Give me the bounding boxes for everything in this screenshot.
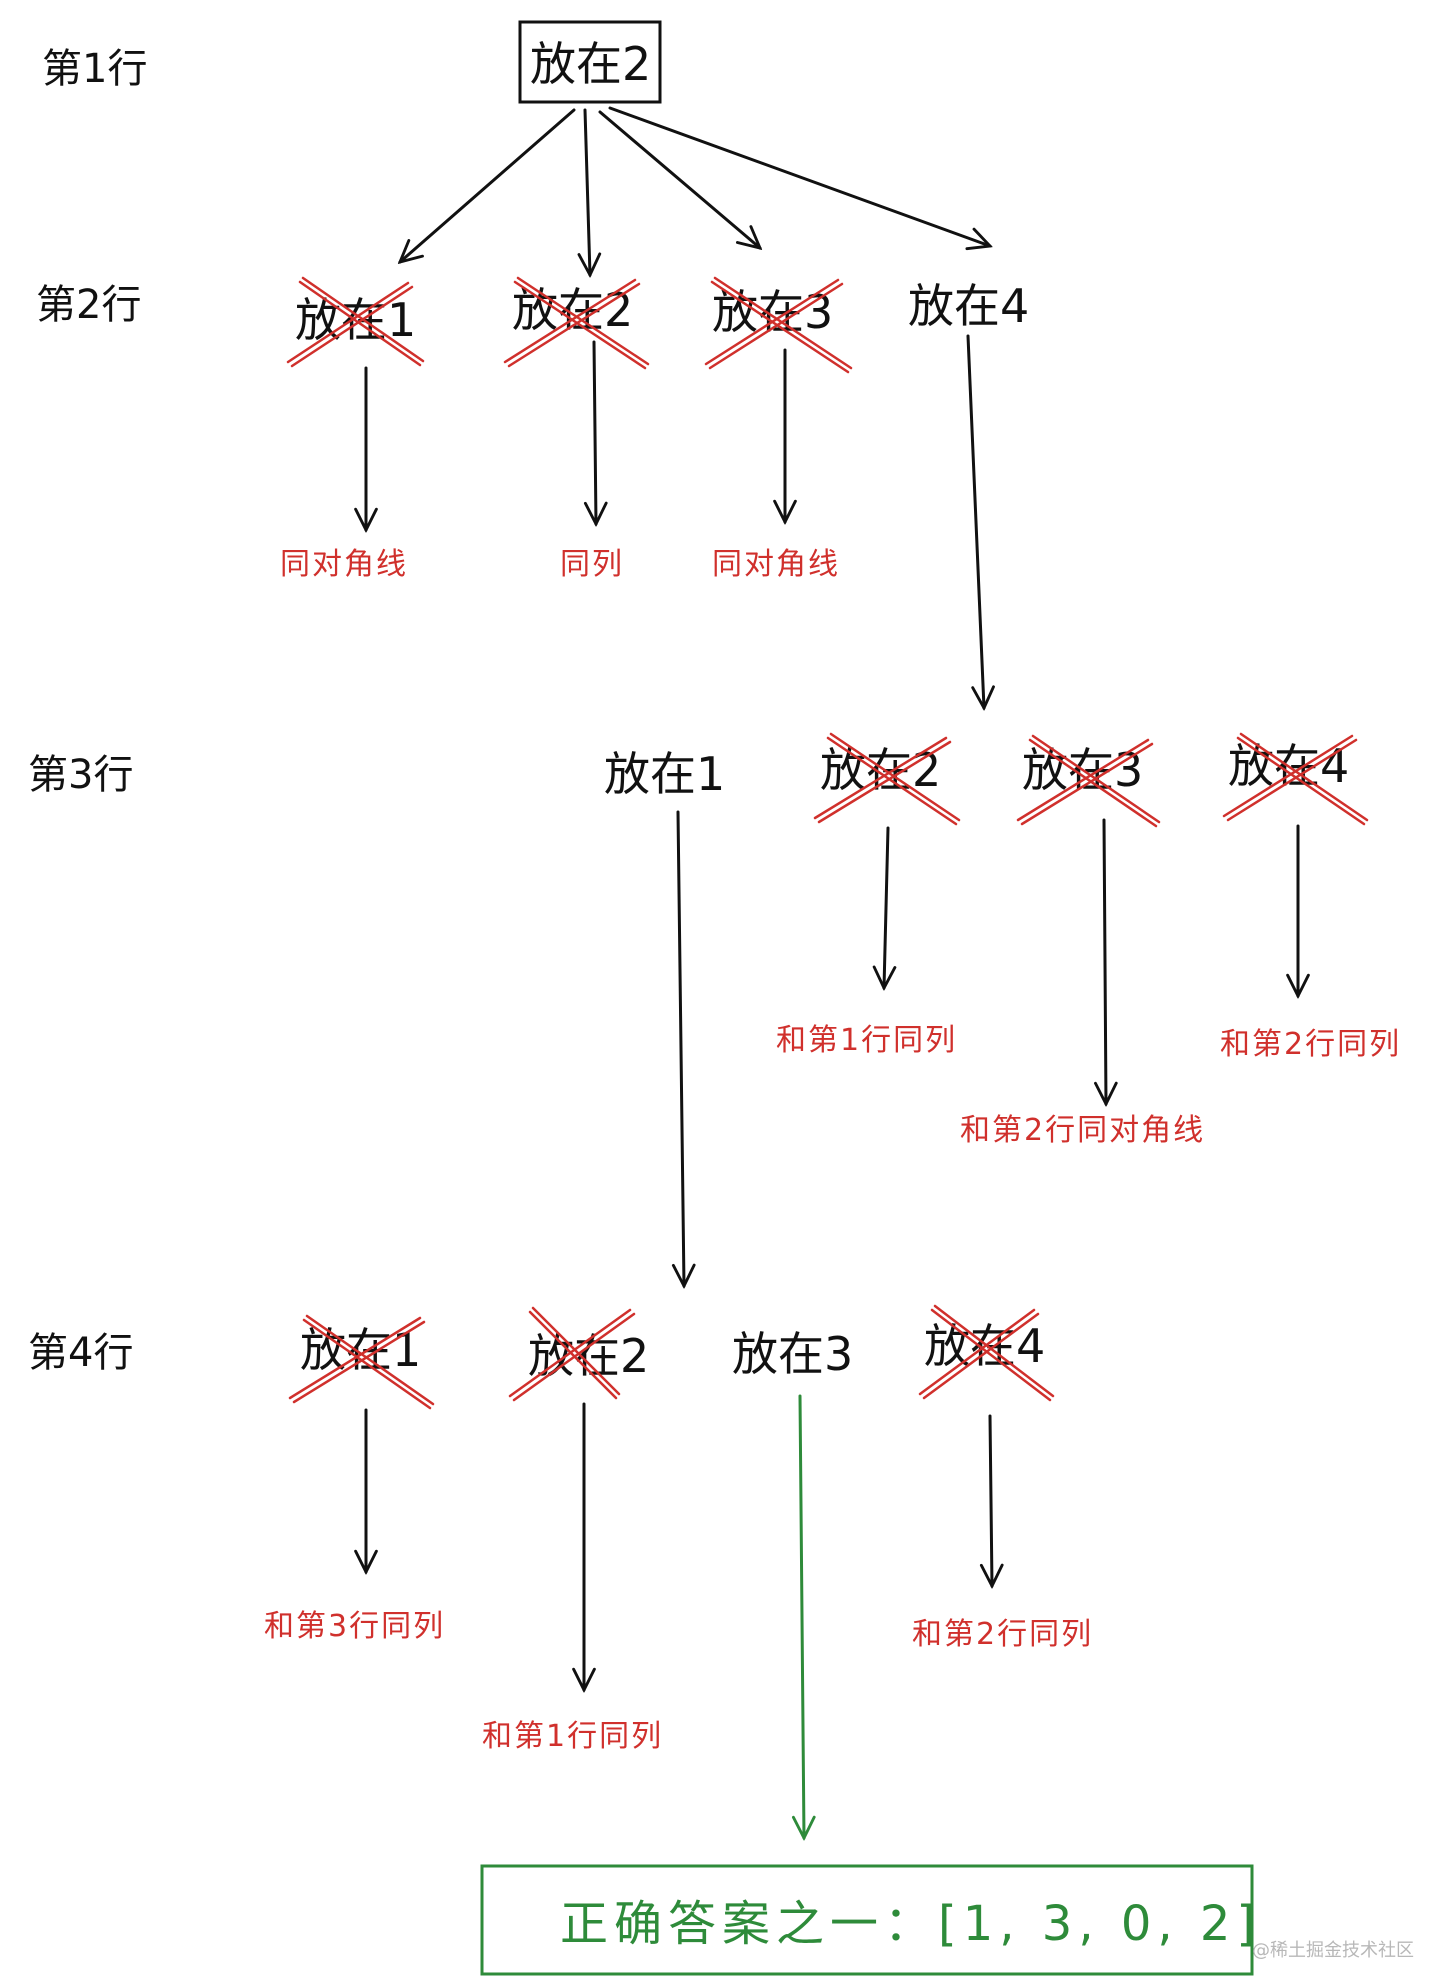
r4-node-2: 放在2: [528, 1329, 649, 1383]
row-label-2: 第2行: [36, 282, 141, 328]
edge-r2-2-reason: [594, 340, 596, 524]
edge-root-r2-2: [585, 108, 590, 275]
r2-reason-3: 同对角线: [712, 547, 840, 582]
r2-cross-3: [704, 276, 853, 374]
r4-cross-1: [288, 1314, 435, 1410]
edge-root-r2-3: [598, 110, 760, 248]
edge-r3-1-r4: [678, 810, 684, 1286]
r2-cross-1: [286, 276, 425, 368]
root-node-box: [518, 20, 662, 104]
r4-cross-2: [508, 1306, 636, 1402]
r4-reason-1: 和第3行同列: [264, 1609, 445, 1644]
edge-r3-2-reason: [884, 826, 888, 988]
answer-box: [480, 1864, 1254, 1976]
watermark: @稀土掘金技术社区: [1252, 1940, 1414, 1961]
edge-r2-4-r3: [966, 334, 984, 708]
r2-cross-2: [503, 276, 650, 370]
r4-cross-4: [918, 1304, 1055, 1402]
r4-reason-4: 和第2行同列: [912, 1617, 1093, 1652]
r4-reason-2: 和第1行同列: [482, 1719, 663, 1754]
r2-node-4: 放在4: [908, 279, 1029, 333]
r3-node-1: 放在1: [604, 747, 725, 801]
edge-root-r2-4: [608, 106, 990, 246]
r3-reason-2: 和第1行同列: [776, 1023, 957, 1058]
r3-reason-4: 和第2行同列: [1220, 1027, 1401, 1062]
edge-root-r2-1: [400, 108, 576, 262]
r3-cross-2: [813, 732, 961, 826]
r3-cross-3: [1016, 734, 1161, 828]
edge-r4-4-reason: [990, 1414, 992, 1586]
r4-node-3: 放在3: [732, 1327, 853, 1381]
answer-text: 正确答案之一：[1, 3, 0, 2]: [560, 1896, 1261, 1952]
edge-r4-3-solution: [800, 1394, 804, 1838]
edge-r3-3-reason: [1104, 818, 1106, 1104]
r2-reason-2: 同列: [560, 547, 624, 582]
row-label-3: 第3行: [28, 752, 133, 798]
row-label-4: 第4行: [28, 1330, 133, 1376]
row-label-1: 第1行: [42, 46, 147, 92]
r3-reason-3: 和第2行同对角线: [960, 1113, 1205, 1148]
r3-cross-4: [1222, 732, 1369, 826]
root-node: 放在2: [530, 37, 651, 91]
r2-reason-1: 同对角线: [280, 547, 408, 582]
